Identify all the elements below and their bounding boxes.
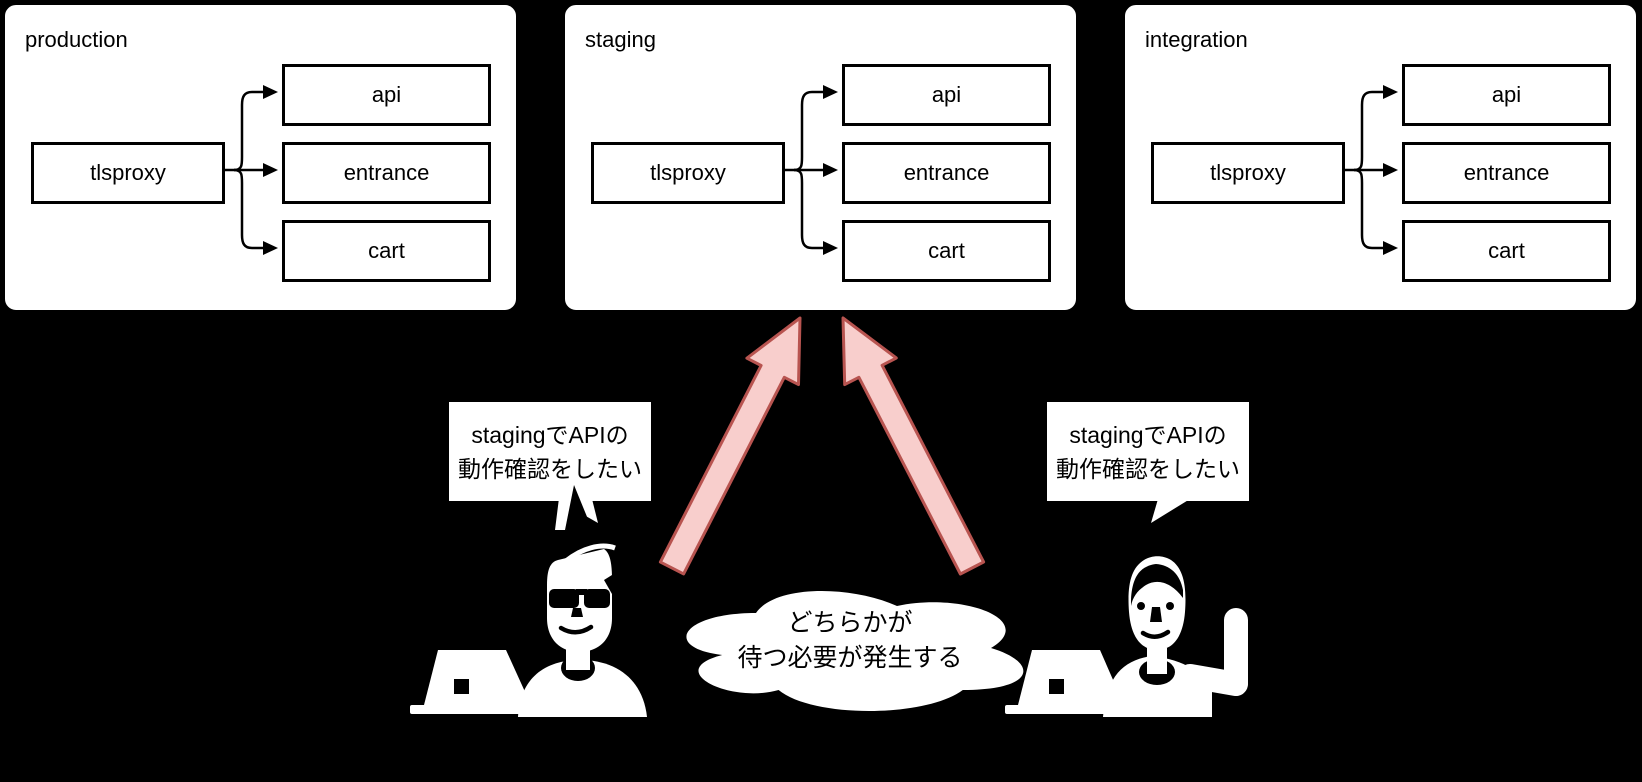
env-panel-integration: integration tlsproxy api entrance cart bbox=[1122, 2, 1639, 313]
node-api: api bbox=[842, 64, 1051, 126]
node-api: api bbox=[282, 64, 491, 126]
node-tlsproxy: tlsproxy bbox=[31, 142, 225, 204]
nose bbox=[1150, 607, 1162, 622]
speech-bubble-left: stagingでAPIの 動作確認をしたい bbox=[449, 402, 651, 501]
nose bbox=[571, 608, 583, 617]
neck bbox=[1147, 648, 1167, 674]
node-entrance: entrance bbox=[842, 142, 1051, 204]
node-tlsproxy: tlsproxy bbox=[1151, 142, 1345, 204]
node-cart: cart bbox=[1402, 220, 1611, 282]
eye-left bbox=[1137, 602, 1145, 610]
node-cart: cart bbox=[282, 220, 491, 282]
speech-bubble-right: stagingでAPIの 動作確認をしたい bbox=[1047, 402, 1249, 501]
sideburn bbox=[604, 575, 612, 594]
node-tlsproxy: tlsproxy bbox=[591, 142, 785, 204]
person-left bbox=[410, 485, 647, 717]
speech-line: 動作確認をしたい bbox=[1056, 455, 1240, 482]
highlight-arrow-right bbox=[841, 316, 986, 576]
highlight-arrow-left bbox=[658, 316, 802, 576]
node-cart: cart bbox=[842, 220, 1051, 282]
speech-line: 動作確認をしたい bbox=[458, 455, 642, 482]
face bbox=[547, 549, 612, 652]
glasses-icon bbox=[549, 589, 610, 608]
speech-bubble-right-shape bbox=[1047, 402, 1249, 523]
laptop-icon bbox=[410, 650, 550, 714]
thought-cloud-shape bbox=[686, 591, 1024, 711]
env-panel-staging: staging tlsproxy api entrance cart bbox=[562, 2, 1079, 313]
node-entrance: entrance bbox=[282, 142, 491, 204]
hair-spike-shadow bbox=[565, 485, 592, 530]
eye-right bbox=[1166, 602, 1174, 610]
node-entrance: entrance bbox=[1402, 142, 1611, 204]
cloud-line: 待つ必要が発生する bbox=[737, 644, 963, 672]
hair-highlight bbox=[564, 543, 616, 563]
panel-title: integration bbox=[1145, 27, 1248, 52]
torso bbox=[1103, 656, 1212, 717]
panel-title: production bbox=[25, 27, 128, 52]
speech-line: stagingでAPIの bbox=[1069, 421, 1227, 448]
speech-line: stagingでAPIの bbox=[471, 421, 629, 448]
mouth bbox=[1140, 629, 1171, 639]
env-panel-production: production tlsproxy api entrance cart bbox=[2, 2, 519, 313]
panel-title: staging bbox=[585, 27, 656, 52]
mouth bbox=[558, 624, 594, 635]
hair-spike bbox=[555, 485, 574, 530]
torso bbox=[518, 660, 647, 717]
person-right bbox=[1005, 556, 1248, 717]
node-api: api bbox=[1402, 64, 1611, 126]
cloud-line: どちらかが bbox=[787, 609, 913, 637]
hair bbox=[1131, 564, 1183, 606]
thought-cloud: どちらかが 待つ必要が発生する bbox=[662, 571, 1038, 711]
raised-arm bbox=[1178, 608, 1248, 696]
